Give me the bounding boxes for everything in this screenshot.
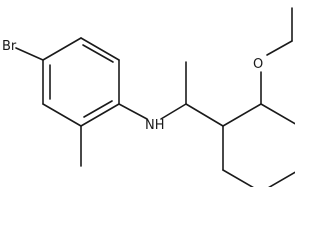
nitrogen-methine-bond xyxy=(160,103,187,120)
ether-oxygen-label: O xyxy=(253,57,263,72)
bond xyxy=(222,103,262,127)
bond xyxy=(260,103,295,125)
ethoxyphenyl-ring xyxy=(222,103,295,187)
bond xyxy=(80,103,120,127)
bond xyxy=(80,37,120,61)
chemical-structure: Br NH O xyxy=(2,7,295,187)
bromine-label: Br xyxy=(2,39,17,54)
double-bond-inner xyxy=(82,44,114,63)
amine-label: NH xyxy=(145,118,165,133)
bromine-bond xyxy=(15,47,44,61)
bromophenyl-ring xyxy=(42,37,120,127)
bond xyxy=(268,171,295,187)
ring-nitrogen-bond xyxy=(118,103,148,120)
double-bond-inner xyxy=(83,100,113,118)
bond xyxy=(42,37,82,61)
bond xyxy=(222,169,254,187)
bond xyxy=(42,103,82,127)
oxygen-ethyl-bond xyxy=(266,40,293,56)
methine-ring-bond xyxy=(185,103,224,127)
